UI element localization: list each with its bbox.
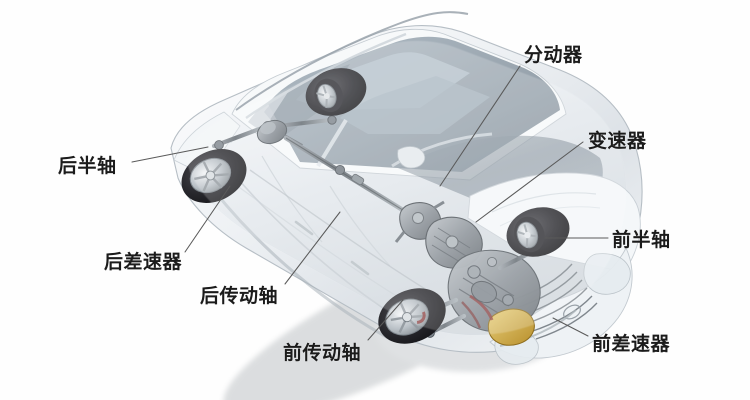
leader-rear-differential — [184, 185, 231, 253]
callout-rear-drive-shaft: 后传动轴 — [200, 285, 279, 307]
callout-front-drive-shaft: 前传动轴 — [283, 342, 362, 364]
leader-lines — [131, 65, 609, 341]
callout-front-axle-shaft: 前半轴 — [612, 229, 671, 251]
leader-rear-drive-shaft — [284, 211, 341, 285]
callout-front-differential: 前差速器 — [592, 333, 671, 355]
callout-transfer-case: 分动器 — [524, 44, 583, 66]
callout-rear-axle-shaft: 后半轴 — [58, 155, 117, 177]
callout-rear-differential: 后差速器 — [104, 251, 183, 273]
leader-rear-axle-shaft — [131, 146, 209, 163]
leader-front-drive-shaft — [367, 299, 404, 341]
leader-transfer-case — [439, 65, 521, 187]
leader-front-differential — [552, 317, 589, 337]
leader-transmission — [475, 141, 584, 223]
callout-transmission: 变速器 — [588, 130, 647, 152]
body-translucency-overlay — [186, 40, 626, 335]
